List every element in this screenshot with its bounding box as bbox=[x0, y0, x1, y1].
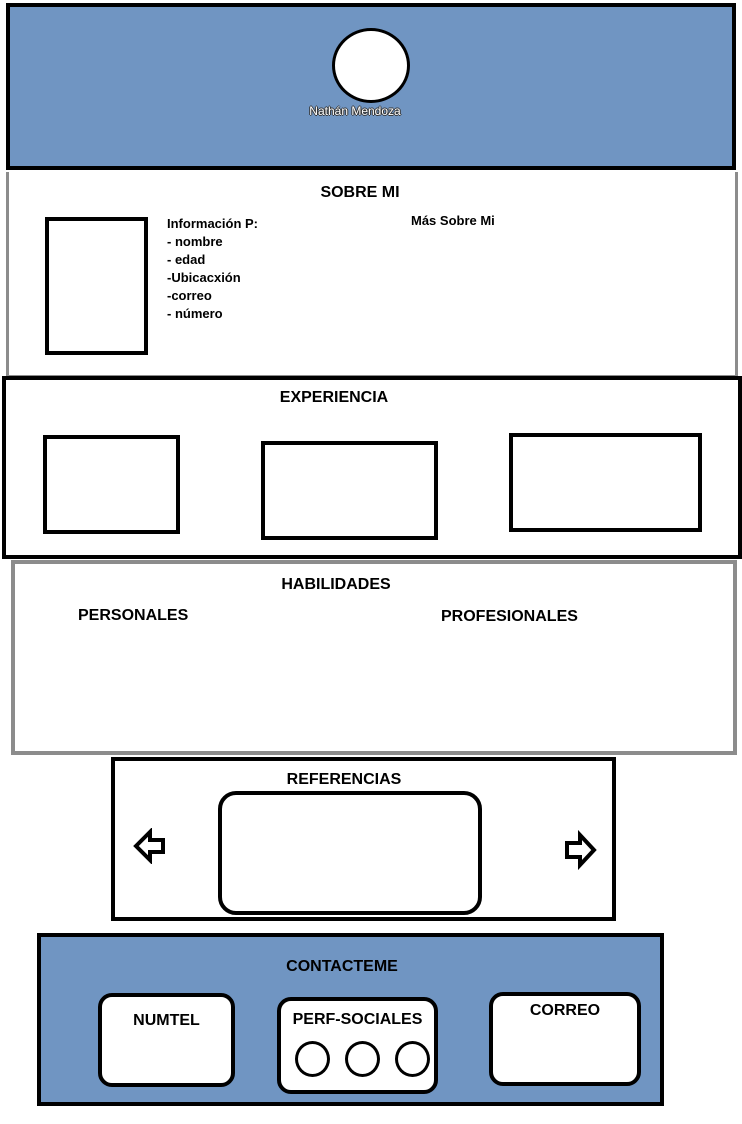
experience-card[interactable] bbox=[261, 441, 438, 540]
about-title: SOBRE MI bbox=[320, 184, 400, 201]
arrow-left-icon[interactable] bbox=[133, 828, 167, 864]
experience-card[interactable] bbox=[43, 435, 180, 534]
experience-title: EXPERIENCIA bbox=[279, 389, 389, 406]
personal-info: Información P: - nombre - edad -Ubicacxi… bbox=[167, 215, 258, 323]
personal-info-item: - nombre bbox=[167, 234, 223, 249]
personal-info-item: - edad bbox=[167, 252, 206, 267]
social-link-icon[interactable] bbox=[345, 1041, 380, 1077]
more-about-link[interactable]: Más Sobre Mi bbox=[411, 213, 495, 228]
skills-title: HABILIDADES bbox=[281, 576, 391, 593]
reference-card bbox=[218, 791, 482, 915]
personal-info-heading: Información P: bbox=[167, 216, 259, 231]
professional-skills-label: PROFESIONALES bbox=[441, 608, 578, 625]
about-photo-placeholder bbox=[45, 217, 148, 355]
personal-info-item: -Ubicacxión bbox=[167, 270, 241, 285]
personal-info-item: - número bbox=[167, 306, 223, 321]
references-title: REFERENCIAS bbox=[286, 771, 402, 788]
email-card[interactable] bbox=[489, 992, 641, 1086]
skills-section bbox=[11, 560, 737, 755]
social-profiles-label: PERF-SOCIALES bbox=[292, 1011, 423, 1028]
profile-name: Nathán Mendoza bbox=[309, 104, 401, 118]
personal-info-item: -correo bbox=[167, 288, 212, 303]
about-section bbox=[6, 172, 738, 378]
avatar[interactable] bbox=[332, 28, 410, 103]
personal-skills-label: PERSONALES bbox=[78, 607, 189, 624]
phone-label: NUMTEL bbox=[133, 1012, 200, 1029]
experience-card[interactable] bbox=[509, 433, 702, 532]
contact-title: CONTACTEME bbox=[286, 958, 398, 975]
arrow-right-icon[interactable] bbox=[563, 830, 597, 870]
phone-card[interactable] bbox=[98, 993, 235, 1087]
email-label: CORREO bbox=[529, 1002, 601, 1019]
social-link-icon[interactable] bbox=[395, 1041, 430, 1077]
social-link-icon[interactable] bbox=[295, 1041, 330, 1077]
